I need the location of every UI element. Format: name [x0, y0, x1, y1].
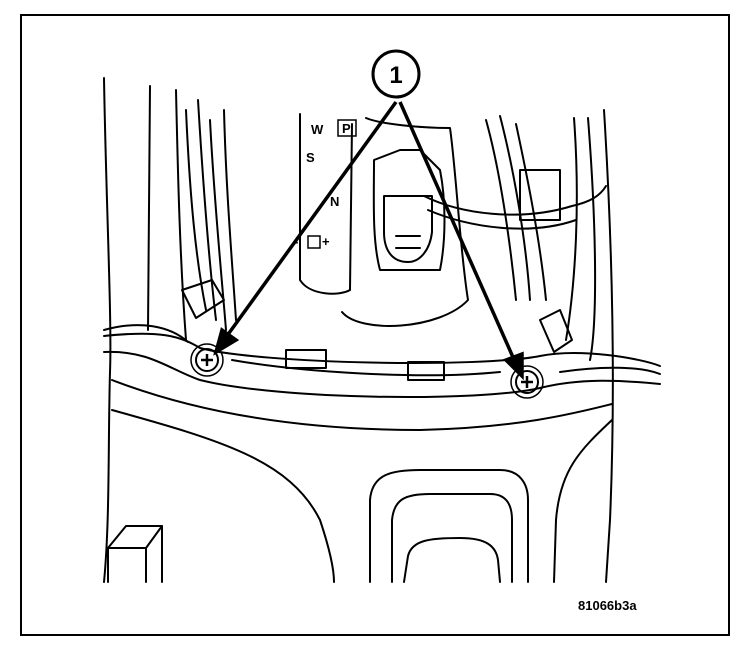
console-right-edge — [603, 109, 614, 583]
callout-circle — [371, 49, 421, 99]
bezel-lower — [103, 350, 661, 399]
shifter-gate — [372, 149, 446, 271]
gear-label-minus: - — [294, 234, 298, 249]
arrow-right-head — [502, 351, 524, 381]
console-right-inner — [587, 117, 597, 361]
console-left-edge — [103, 77, 112, 583]
gear-label-p: P — [342, 121, 351, 136]
arrow-right-leader — [398, 101, 518, 365]
gear-label-s: S — [306, 150, 315, 165]
arrow-left-leader — [222, 100, 398, 342]
figure-id: 81066b3a — [578, 598, 637, 613]
console-opening-left — [175, 89, 187, 341]
wiring-left — [185, 99, 237, 331]
arrow-left-head — [213, 327, 240, 356]
bezel-top — [103, 332, 661, 367]
console-left-inner — [147, 85, 151, 331]
callout-number: 1 — [389, 62, 402, 89]
bezel-band — [111, 379, 613, 431]
console-body-left-curve — [111, 409, 335, 583]
console-body-right-curve — [553, 419, 613, 583]
screw-left — [195, 348, 219, 372]
cupholder-outer — [369, 469, 529, 583]
gear-label-n: N — [330, 194, 339, 209]
gear-label-w: W — [311, 122, 324, 137]
left-bracket — [107, 525, 163, 583]
screw-right — [515, 370, 539, 394]
cupholder-cup — [403, 537, 501, 583]
cupholder-inner — [391, 493, 513, 583]
console-opening-right — [565, 117, 578, 341]
shifter-housing — [341, 117, 469, 327]
callout-arrows — [213, 100, 524, 381]
shifter-plate — [299, 113, 353, 295]
gear-label-plus: + — [322, 234, 330, 249]
wiring-right — [485, 115, 547, 301]
